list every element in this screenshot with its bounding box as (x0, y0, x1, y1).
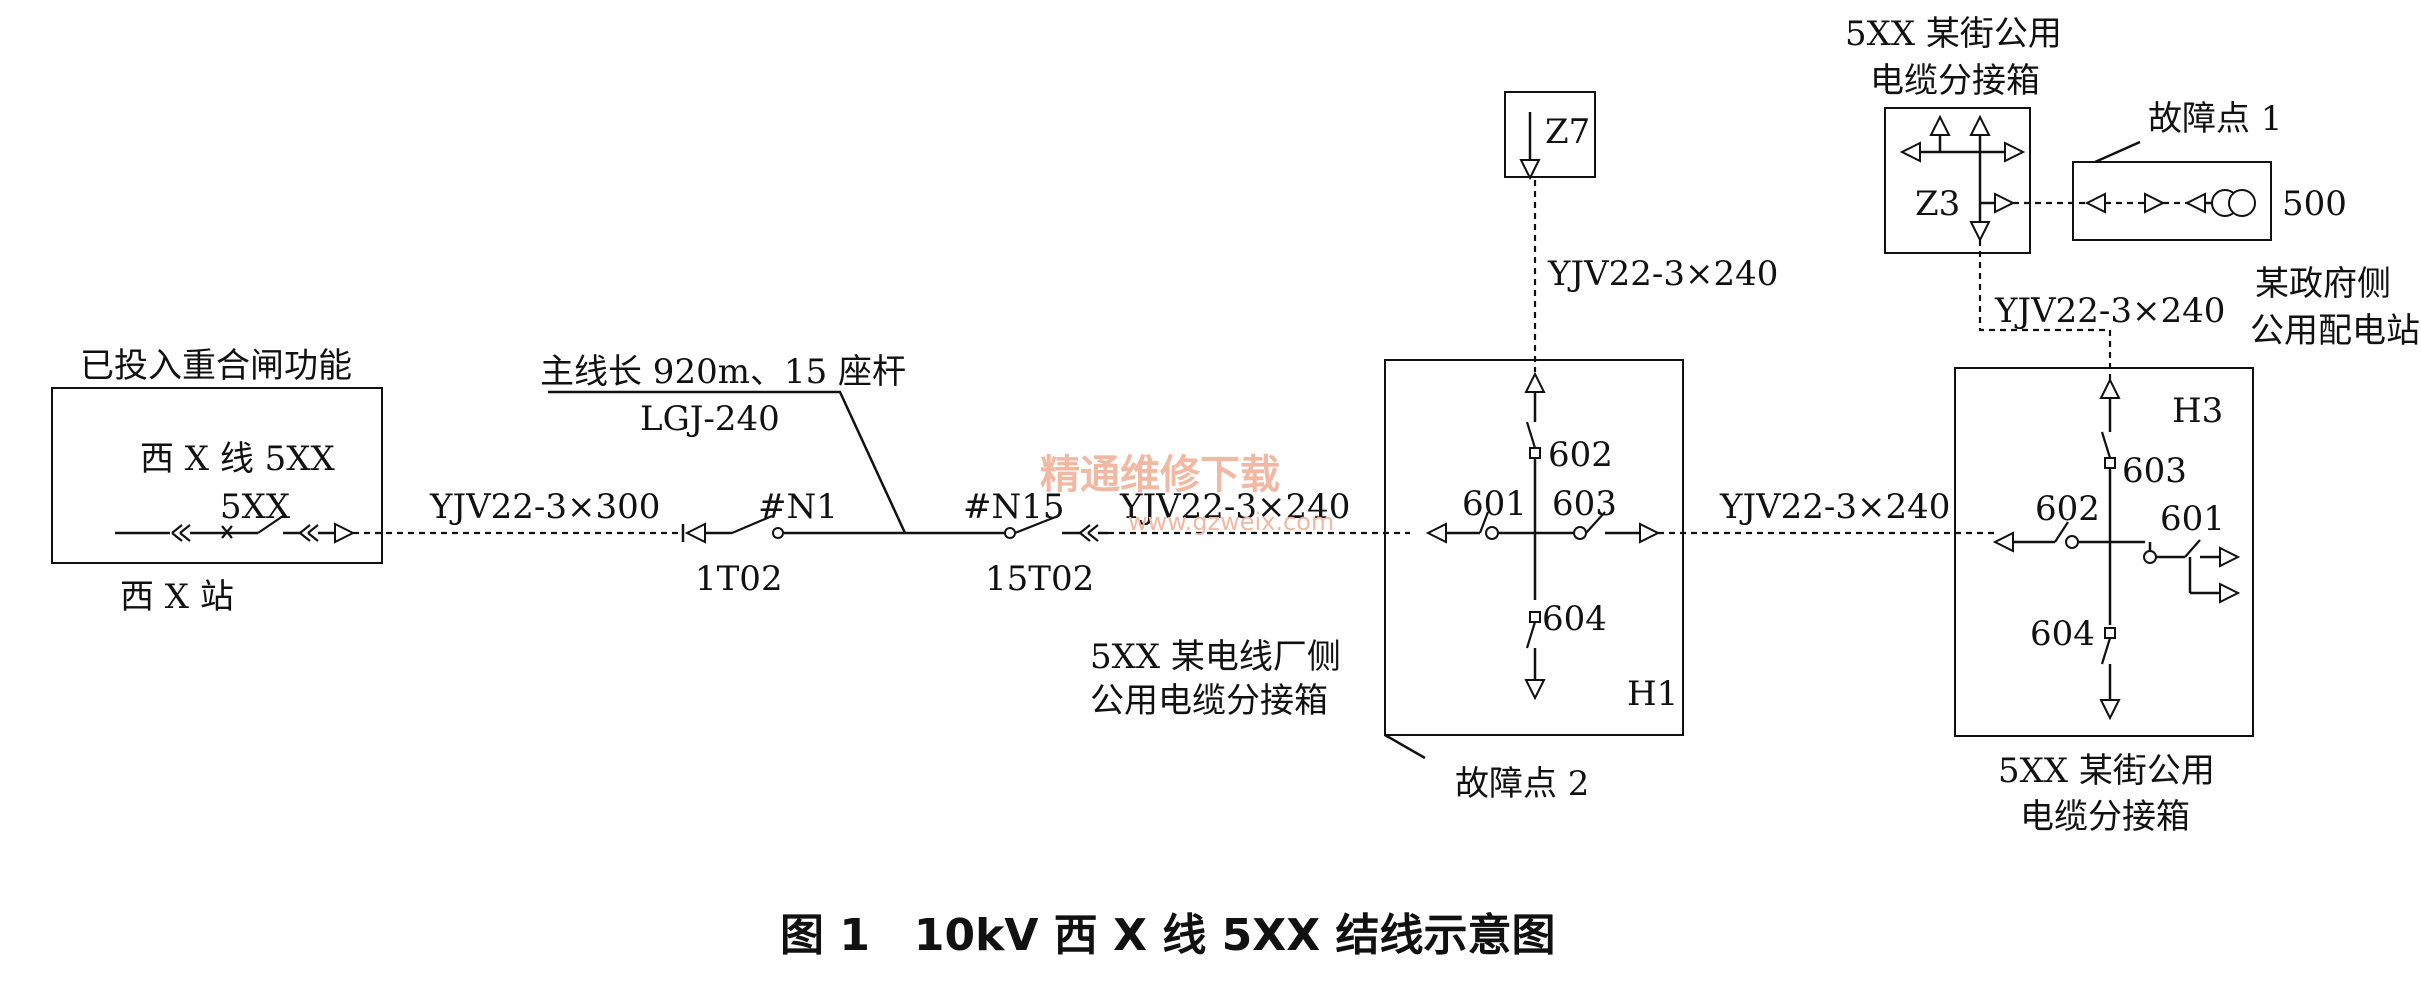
pole-switch-15t02 (1004, 514, 1108, 542)
h1-sw-bottom: 604 (1542, 599, 1607, 639)
h3-switchgear (1992, 377, 2241, 721)
h1-sw-right: 603 (1552, 484, 1617, 524)
h3-sw-bottom: 604 (2030, 614, 2095, 654)
station-breaker-symbol (115, 515, 356, 544)
h1-switchgear (1425, 371, 1661, 701)
sub-fault-label: 故障点 1 (2148, 99, 2282, 139)
sub-capacity: 500 (2282, 184, 2347, 224)
cable-h3-z3-label: YJV22-3×240 (1994, 291, 2225, 331)
station-box (51, 387, 383, 564)
switch-first-label: 1T02 (695, 559, 783, 599)
z3-desc-line2: 电缆分接箱 (1870, 61, 2040, 101)
z3-desc-line1: 5XX 某街公用 (1845, 14, 2062, 54)
h1-fault-label: 故障点 2 (1455, 764, 1589, 804)
overhead-main-label: 主线长 920m、15 座杆 (540, 352, 906, 392)
substation-symbol (2084, 189, 2256, 217)
h1-desc-line1: 5XX 某电线厂侧 (1090, 637, 1341, 677)
z7-label: Z7 (1545, 112, 1590, 152)
z7-arrow (1519, 159, 1541, 181)
figure-caption: 图 1 10kV 西 X 线 5XX 结线示意图 (780, 910, 1555, 961)
cable-h1-z7-label: YJV22-3×240 (1547, 254, 1778, 294)
station-header: 已投入重合闸功能 (80, 346, 352, 386)
h1-desc-line2: 公用电缆分接箱 (1090, 681, 1328, 721)
overhead-conductor-label: LGJ-240 (640, 399, 780, 439)
cable-station-out-label: YJV22-3×300 (429, 487, 660, 527)
z3-label: Z3 (1915, 184, 1960, 224)
switch-last-label: 15T02 (985, 559, 1094, 599)
pole-last-label: #N15 (963, 487, 1065, 527)
z3-switchgear (1899, 114, 2026, 243)
h3-box (1954, 367, 2254, 737)
h1-sw-top: 602 (1548, 435, 1613, 475)
cable-to-h1-label: YJV22-3×240 (1119, 487, 1350, 527)
z3-box (1884, 107, 2031, 254)
overhead-leader-line (548, 390, 907, 534)
watermark-url: www.gzweix.com (1128, 508, 1334, 536)
h3-sw-left: 602 (2035, 489, 2100, 529)
h1-fault-leader (1384, 733, 1426, 760)
pole-first-label: #N1 (758, 487, 838, 527)
h1-label: H1 (1627, 674, 1678, 714)
cable-h1-h3-label: YJV22-3×240 (1719, 487, 1950, 527)
sub-fault-leader (2094, 140, 2141, 164)
cable-h3-z3 (1978, 240, 2112, 380)
h3-desc-line1: 5XX 某街公用 (1998, 751, 2215, 791)
pole-switch-1t02 (681, 514, 784, 544)
h3-sw-top: 603 (2122, 451, 2187, 491)
h3-label: H3 (2172, 391, 2223, 431)
substation-box (2072, 161, 2272, 241)
station-name: 西 X 站 (120, 577, 234, 617)
h3-sw-right: 601 (2160, 499, 2225, 539)
watermark-text: 精通维修下载 (1040, 452, 1280, 498)
sub-desc-line2: 公用配电站 (2250, 311, 2420, 351)
z7-box (1504, 91, 1596, 178)
station-line-name: 西 X 线 5XX (140, 439, 335, 479)
station-breaker-label: 5XX (220, 487, 291, 527)
h3-desc-line2: 电缆分接箱 (2020, 797, 2190, 837)
sub-desc-line1: 某政府侧 (2255, 264, 2391, 304)
h1-sw-left: 601 (1462, 484, 1527, 524)
